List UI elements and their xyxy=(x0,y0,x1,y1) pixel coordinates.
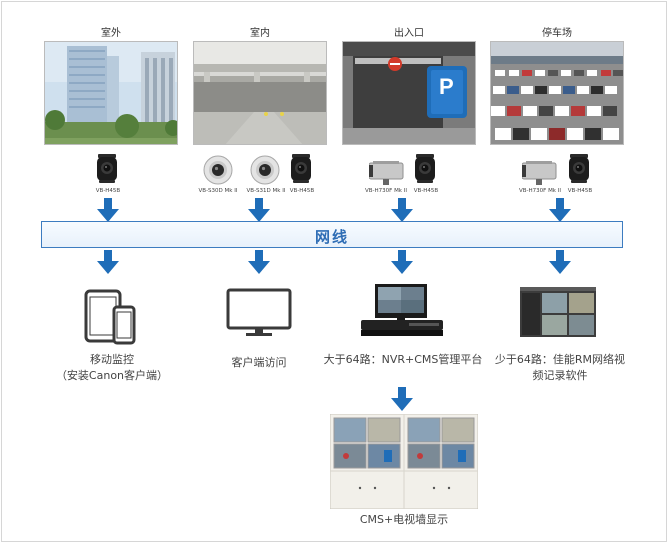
monitor-icon xyxy=(226,288,292,336)
down-arrow-icon xyxy=(97,198,119,222)
down-arrow-icon xyxy=(97,250,119,274)
client-label-rm-line1: 少于64路：佳能RM网络视 xyxy=(494,353,626,366)
dome-camera-icon xyxy=(203,155,233,185)
rm-software-icon xyxy=(520,287,596,337)
down-arrow-icon xyxy=(549,250,571,274)
camera-label: VB-H45B xyxy=(413,188,439,194)
down-arrow-icon xyxy=(248,250,270,274)
box-camera-icon xyxy=(369,160,404,186)
client-label-rm: 少于64路：佳能RM网络视 频记录软件 xyxy=(490,352,630,384)
ptz-camera-icon xyxy=(97,154,117,183)
client-label-rm-line2: 频记录软件 xyxy=(532,369,588,382)
camera-label: VB-H45B xyxy=(95,188,121,194)
photo-entrance: P xyxy=(342,41,476,145)
client-label-mobile: 移动监控 （安装Canon客户端） xyxy=(52,352,172,384)
down-arrow-icon xyxy=(391,250,413,274)
location-label-outdoor: 室外 xyxy=(101,28,121,39)
photo-parking xyxy=(490,41,624,145)
client-label-mobile-line2: （安装Canon客户端） xyxy=(55,369,169,382)
camera-label: VB-H45B xyxy=(289,188,315,194)
photo-indoor xyxy=(193,41,327,145)
network-bar: 网线 xyxy=(41,221,623,248)
video-wall-label: CMS+电视墙显示 xyxy=(359,513,449,526)
camera-label: VB-H730F Mk II xyxy=(365,188,407,194)
client-label-access-line1: 客户端访问 xyxy=(231,356,287,369)
camera-label: VB-H730F Mk II xyxy=(519,188,561,194)
client-label-access: 客户端访问 xyxy=(199,355,319,371)
ptz-camera-icon xyxy=(569,154,589,183)
down-arrow-icon xyxy=(391,198,413,222)
camera-label: VB-H45B xyxy=(567,188,593,194)
location-label-parking: 停车场 xyxy=(542,28,572,39)
down-arrow-icon xyxy=(549,198,571,222)
nvr-icon xyxy=(361,284,443,336)
photo-outdoor xyxy=(44,41,178,145)
down-arrow-icon xyxy=(391,387,413,411)
location-label-indoor: 室内 xyxy=(250,28,270,39)
box-camera-icon xyxy=(522,160,557,186)
ptz-camera-icon xyxy=(291,154,311,183)
tablet-phone-icon xyxy=(84,289,136,345)
client-label-mobile-line1: 移动监控 xyxy=(90,353,134,366)
svg-text:P: P xyxy=(439,74,454,99)
network-label: 网线 xyxy=(314,228,349,246)
location-label-entrance: 出入口 xyxy=(394,28,424,39)
video-wall-icon xyxy=(330,414,478,509)
ptz-camera-icon xyxy=(415,154,435,183)
camera-label: VB-S31D Mk II xyxy=(246,188,286,194)
dome-camera-icon xyxy=(250,155,280,185)
client-label-nvr: 大于64路：NVR+CMS管理平台 xyxy=(320,352,486,368)
client-label-nvr-line1: 大于64路：NVR+CMS管理平台 xyxy=(323,353,483,366)
down-arrow-icon xyxy=(248,198,270,222)
camera-label: VB-S30D Mk II xyxy=(198,188,238,194)
